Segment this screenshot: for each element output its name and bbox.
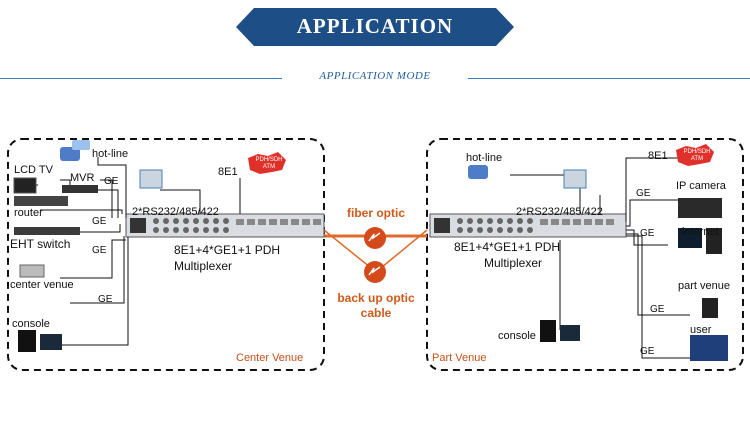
divider-right [460, 78, 750, 79]
label-8e1-left: 8E1 [218, 166, 238, 178]
page-title: APPLICATION [296, 14, 454, 38]
label-hotline-left: hot-line [92, 148, 129, 160]
ge-left-3: GE [92, 245, 107, 256]
ge-right-1: GE [636, 188, 651, 199]
hotline-phone-icon [60, 140, 90, 161]
label-user: user [690, 324, 712, 336]
mux-line1-left: 8E1+4*GE1+1 PDH [174, 243, 281, 257]
ge-left-1: GE [104, 176, 119, 187]
divider-left [0, 78, 290, 79]
pdh-tag-right: PDH/SDH ATM [683, 149, 711, 162]
section-subtitle: APPLICATION MODE [282, 70, 468, 82]
ge-right-2: GE [640, 228, 655, 239]
venue-part: Part Venue [432, 352, 487, 364]
label-8e1-right: 8E1 [648, 150, 668, 162]
mux-line2-left: Multiplexer [174, 259, 233, 273]
label-lcd-tv: LCD TV [14, 164, 53, 176]
label-part-venue: part venue [678, 280, 730, 292]
label-console-right: console [498, 330, 536, 342]
mux-line2-right: Multiplexer [484, 256, 543, 270]
label-ip-camera: IP camera [676, 180, 726, 192]
pdh-tag-left: PDH/SDH ATM [255, 157, 283, 170]
ge-right-4: GE [640, 346, 655, 357]
label-router: router [14, 207, 43, 219]
mux-title-right: 8E1+4*GE1+1 PDH Multiplexer [454, 239, 560, 271]
label-internet: internet [682, 226, 719, 238]
venue-center: Center Venue [236, 352, 304, 364]
label-eht-switch: EHT switch [10, 237, 71, 251]
label-backup-2: cable [360, 306, 392, 320]
mux-line1-right: 8E1+4*GE1+1 PDH [454, 240, 561, 254]
ge-left-4: GE [98, 294, 113, 305]
ge-left-2: GE [92, 216, 107, 227]
mux-title-left: 8E1+4*GE1+1 PDH Multiplexer [174, 242, 280, 274]
label-console-left: console [12, 318, 50, 330]
ge-right-3: GE [650, 304, 665, 315]
label-hotline-right: hot-line [466, 152, 503, 164]
label-backup-1: back up optic [337, 291, 415, 305]
label-rs-left: 2*RS232/485/422 [132, 206, 219, 218]
label-center-venue: center venue [10, 279, 74, 291]
label-rs-right: 2*RS232/485/422 [516, 206, 603, 218]
label-mvr: MVR [70, 172, 95, 184]
title-banner [236, 8, 514, 46]
label-fiber-optic: fiber optic [346, 206, 405, 220]
